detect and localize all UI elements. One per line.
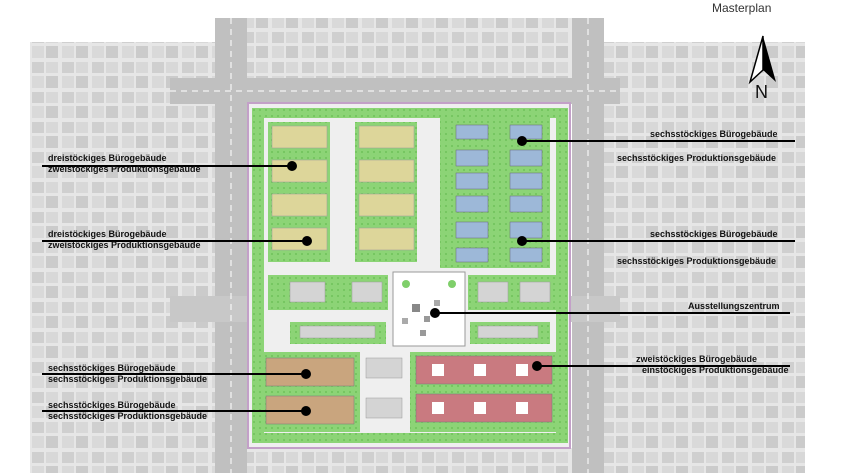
leader-lines	[42, 136, 795, 416]
label-line: sechsstöckiges Bürogebäude	[650, 229, 778, 239]
north-label: N	[755, 82, 768, 102]
label-office-low-1: dreistöckiges Bürogebäude zweistöckiges …	[48, 153, 201, 175]
label-line: sechsstöckiges Bürogebäude	[650, 129, 778, 139]
label-production-upper-1: sechsstöckiges Produktionsgebäude	[617, 153, 776, 164]
office-blocks-tall	[440, 118, 550, 268]
label-line: zweistöckiges Produktionsgebäude	[48, 240, 201, 250]
label-line: dreistöckiges Bürogebäude	[48, 153, 167, 163]
production-blocks-low	[410, 352, 558, 432]
label-office-low-2: dreistöckiges Bürogebäude zweistöckiges …	[48, 229, 201, 251]
label-line: sechsstöckiges Produktionsgebäude	[48, 411, 208, 421]
label-line: sechsstöckiges Bürogebäude	[48, 400, 176, 410]
label-line: Ausstellungszentrum	[688, 301, 780, 311]
label-line: einstöckiges Produktionsgebäude	[642, 365, 789, 375]
label-exhibition-centre: Ausstellungszentrum	[688, 301, 780, 312]
label-line: sechsstöckiges Produktionsgebäude	[617, 153, 777, 163]
label-production-tall-1: sechsstöckiges Bürogebäude sechsstöckige…	[48, 363, 207, 385]
office-blocks-low	[268, 122, 417, 262]
label-production-low: zweistöckiges Bürogebäude einstöckiges P…	[636, 354, 789, 376]
label-line: zweistöckiges Produktionsgebäude	[48, 164, 201, 174]
label-office-tall-1: sechsstöckiges Bürogebäude	[650, 129, 778, 140]
label-line: dreistöckiges Bürogebäude	[48, 229, 167, 239]
label-line: zweistöckiges Bürogebäude	[636, 354, 758, 364]
north-arrow-icon	[748, 35, 776, 85]
label-production-upper-2: sechsstöckiges Produktionsgebäude	[617, 256, 776, 267]
label-production-tall-2: sechsstöckiges Bürogebäude sechsstöckige…	[48, 400, 207, 422]
label-line: sechsstöckiges Produktionsgebäude	[617, 256, 777, 266]
context-city-blocks	[30, 18, 805, 473]
exhibition-centre	[392, 271, 466, 347]
middle-band	[268, 275, 558, 344]
label-office-tall-2: sechsstöckiges Bürogebäude	[650, 229, 778, 240]
label-line: sechsstöckiges Bürogebäude	[48, 363, 176, 373]
page-title: Masterplan	[712, 1, 772, 15]
label-line: sechsstöckiges Produktionsgebäude	[48, 374, 208, 384]
